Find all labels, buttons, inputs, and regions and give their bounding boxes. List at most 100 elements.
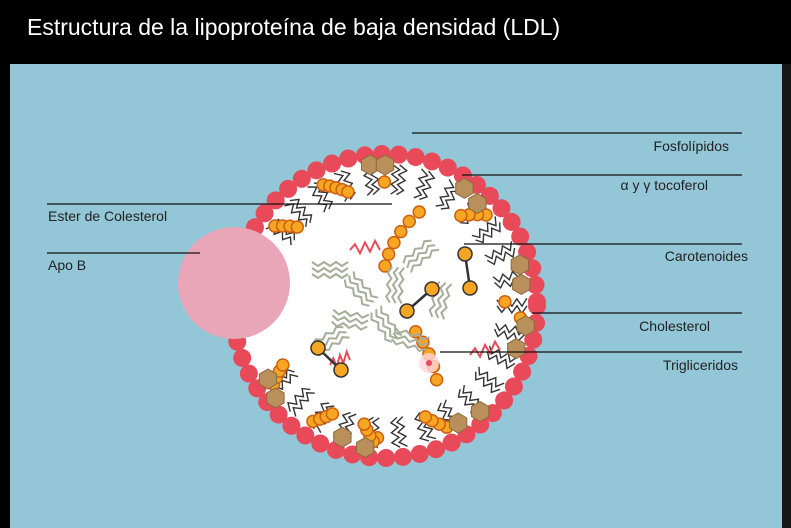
phospholipid-head (233, 348, 252, 367)
phospholipid-head (323, 154, 342, 173)
tocopherol-ring (468, 192, 487, 214)
cholesteryl-ester-ring (418, 410, 433, 424)
window-edge (782, 64, 791, 528)
fatty-acid-tail (475, 222, 501, 244)
cholesteryl-ester-ring (454, 208, 468, 223)
fatty-acid-tail (486, 351, 516, 370)
phospholipid-head (292, 169, 311, 188)
tocopherol-ring (449, 412, 468, 434)
fatty-acid-tail (390, 163, 401, 195)
fatty-acid-tail (414, 412, 430, 442)
triglyceride-branch (370, 312, 393, 343)
phospholipid-head (389, 145, 408, 164)
cholesteryl-ester-ring (387, 235, 401, 250)
phospholipid-head (524, 330, 543, 349)
phospholipid-head (511, 227, 530, 246)
triglyceride-branch (385, 266, 394, 304)
phospholipid-head (504, 377, 523, 396)
title-bar: Estructura de la lipoproteína de baja de… (0, 0, 791, 64)
label-ester-colesterol: Ester de Colesterol (48, 208, 167, 224)
carotenoid-end (333, 362, 349, 378)
label-trigliceridos: Trigliceridos (663, 357, 738, 373)
triglyceride-branch (391, 266, 400, 304)
tocopherol-ring (470, 400, 490, 423)
phospholipid-head (377, 448, 396, 467)
ldl-particle (224, 145, 546, 467)
phospholipid-head (442, 433, 461, 452)
phospholipid-head (471, 415, 490, 434)
phospholipid-head (269, 405, 288, 424)
phospholipid-head (502, 212, 521, 231)
fatty-acid-tail (340, 170, 356, 200)
label-carotenoides: Carotenoides (665, 248, 748, 264)
phospholipid-head (393, 447, 412, 466)
fatty-acid-tail (478, 366, 505, 388)
fatty-acid-tail (471, 216, 497, 239)
triglyceride-branch (380, 305, 403, 337)
carotenoid-end (424, 281, 440, 297)
triglyceride-branch (311, 266, 349, 274)
tocopherol-ring (507, 338, 526, 360)
page-title: Estructura de la lipoproteína de baja de… (27, 14, 561, 40)
fatty-acid-tail (495, 322, 526, 336)
phospholipid-head (513, 362, 532, 381)
apo-b-protein (178, 227, 290, 339)
phospholipid-head (282, 416, 301, 435)
tocopherol-ring (258, 368, 278, 390)
triglyceride-branch (394, 326, 430, 341)
tocopherol-ring (333, 426, 352, 448)
phospholipid-head (527, 292, 546, 311)
cholesteryl-ester-ring (341, 185, 355, 199)
triglyceride-branch (375, 309, 398, 340)
carotenoid-end (457, 246, 473, 262)
phospholipid-head (526, 275, 545, 294)
cholesteryl-ester-ring (325, 407, 340, 421)
carotenoid-molecules (310, 246, 478, 378)
fatty-acid-tail (484, 241, 513, 260)
label-apo-b: Apo B (48, 257, 86, 273)
tocopherol-ring (512, 273, 531, 295)
fatty-acid-tail (307, 186, 328, 213)
cholesteryl-ester-ring (394, 224, 408, 239)
cholesteryl-ester-ring (498, 295, 512, 309)
cholesteryl-ester-ring (429, 372, 444, 387)
phospholipid-head (492, 199, 511, 218)
carotenoid-end (462, 280, 478, 296)
triglyceride-branch (397, 266, 405, 304)
label-tocoferol: α y γ tocoferol (621, 177, 708, 193)
cholesteryl-ester-ring (357, 417, 371, 431)
fatty-acid-tail (435, 179, 455, 207)
core-zigzag (469, 339, 501, 359)
triglyceride-branch (390, 338, 427, 353)
carotenoid-end (310, 340, 326, 356)
tocopherol-ring (355, 437, 375, 459)
leader-lines (47, 132, 742, 353)
fatty-acid-tail (292, 392, 315, 417)
triglyceride-branch (410, 248, 440, 273)
cursor-dot (426, 360, 432, 366)
cholesteryl-ester-ring (402, 214, 417, 229)
phospholipid-head (495, 391, 514, 410)
triglyceride-branch (332, 308, 370, 319)
fatty-acid-tail (475, 371, 501, 394)
phospholipid-head (406, 148, 425, 167)
fatty-acid-tail (396, 164, 408, 196)
cholesteryl-ester-ring (381, 247, 396, 261)
fatty-acid-tail (389, 416, 401, 448)
cholesteryl-ester-ring (377, 175, 392, 189)
phospholipid-head (410, 444, 429, 463)
fatty-acid-tail (287, 387, 311, 412)
phospholipid-head (296, 426, 315, 445)
fatty-acid-tail (488, 345, 519, 364)
phospholipid-head (422, 152, 441, 171)
tocopherol-ring (510, 254, 529, 276)
label-fosfolipidos: Fosfolípidos (654, 138, 729, 154)
triglyceride-branch (440, 283, 453, 320)
cholesteryl-ester-ring (378, 259, 392, 273)
fatty-acid-tail (289, 198, 313, 224)
tocopherol-ring (266, 387, 285, 409)
phospholipid-head (438, 158, 457, 177)
triglyceride-core (311, 238, 501, 370)
phospholipid-head (311, 434, 330, 453)
